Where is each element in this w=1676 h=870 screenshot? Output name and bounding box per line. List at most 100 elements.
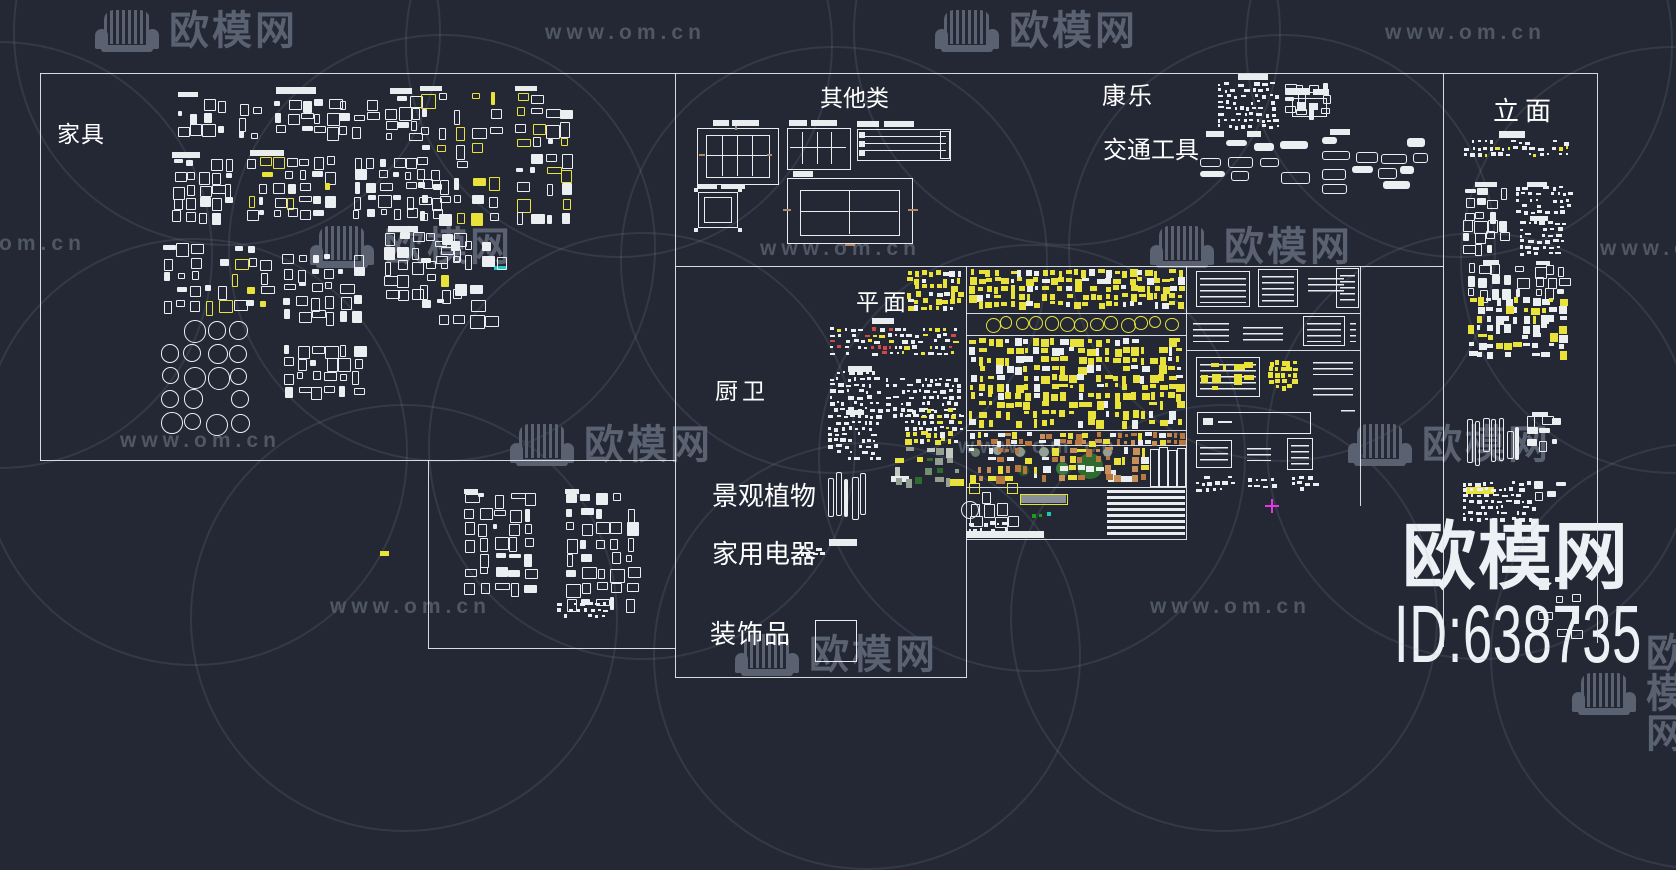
- cad-table-block: [1196, 440, 1232, 468]
- cad-block: [206, 413, 229, 437]
- sofa-back: [519, 424, 565, 458]
- cad-block: [947, 401, 952, 405]
- cad-block: [1220, 487, 1223, 491]
- cad-block: [879, 334, 886, 339]
- cad-block: [1227, 94, 1231, 97]
- cad-block: [1218, 83, 1220, 86]
- cad-shape: [697, 184, 717, 189]
- cad-block: [1296, 108, 1307, 115]
- cad-block: [1074, 317, 1088, 332]
- cad-block: [471, 127, 487, 139]
- cad-block: [913, 439, 918, 444]
- cad-block: [1066, 269, 1072, 274]
- cad-block: [1122, 301, 1127, 307]
- cad-block: [1179, 433, 1185, 440]
- cad-block: [926, 458, 934, 462]
- cad-block: [485, 316, 500, 328]
- cad-block: [465, 241, 472, 251]
- cad-block: [1059, 410, 1066, 417]
- cad-block-cluster: [1268, 360, 1299, 392]
- cad-block: [211, 212, 222, 225]
- cad-block: [1261, 95, 1267, 99]
- cad-block: [397, 247, 410, 259]
- cad-block: [1495, 325, 1500, 334]
- cad-block: [942, 271, 949, 276]
- cad-block: [1087, 419, 1095, 425]
- cad-block: [1141, 465, 1149, 471]
- cad-block: [560, 109, 573, 119]
- cad-block: [984, 504, 996, 518]
- cad-block: [1177, 366, 1181, 371]
- cad-block: [1015, 465, 1022, 473]
- cad-block: [1057, 277, 1064, 282]
- cad-shape: [884, 121, 914, 127]
- cad-block: [510, 583, 519, 598]
- cad-block: [1077, 448, 1086, 452]
- cad-block: [1566, 199, 1570, 203]
- cad-block: [830, 352, 835, 355]
- cad-block: [1146, 278, 1154, 286]
- cad-block: [1162, 278, 1171, 282]
- cad-block: [1042, 392, 1049, 401]
- cad-block: [366, 183, 376, 193]
- cad-block: [1107, 526, 1185, 529]
- watermark-logo: 欧模网: [1150, 226, 1353, 268]
- cad-block: [1129, 269, 1138, 278]
- cad-block-cluster: [463, 492, 538, 598]
- cad-block: [922, 328, 926, 332]
- cad-block: [926, 432, 931, 438]
- cad-block: [935, 383, 942, 387]
- cad-block: [1322, 94, 1331, 104]
- cad-block: [1122, 375, 1127, 384]
- cad-block: [988, 339, 995, 347]
- cad-block: [1114, 339, 1121, 347]
- cad-block: [1528, 221, 1532, 224]
- cad-block: [900, 334, 905, 338]
- cad-block: [1261, 479, 1267, 482]
- cad-block: [1556, 595, 1563, 604]
- cad-block: [969, 294, 977, 303]
- cad-block: [353, 387, 366, 395]
- cad-block: [932, 390, 937, 394]
- cad-block: [1169, 269, 1176, 274]
- cad-block: [1557, 266, 1565, 278]
- cad-shape: [1032, 514, 1036, 518]
- cad-block: [1244, 113, 1247, 116]
- cad-block: [906, 478, 913, 489]
- cad-block: [326, 357, 339, 372]
- cad-block: [1033, 419, 1038, 428]
- cad-block: [438, 93, 447, 101]
- cad-block: [1490, 263, 1501, 276]
- cad-block: [199, 186, 212, 198]
- cad-block: [1122, 420, 1127, 429]
- cad-block: [1516, 187, 1520, 191]
- cad-block: [947, 439, 952, 444]
- cad-block: [234, 259, 250, 270]
- cad-block: [1075, 433, 1083, 440]
- cad-block: [835, 433, 839, 437]
- cad-block: [580, 598, 591, 605]
- cad-shape: [1007, 483, 1018, 494]
- panel-border-line: [1186, 350, 1361, 351]
- cad-block: [1082, 301, 1088, 306]
- cad-block: [1107, 514, 1185, 517]
- cad-block: [1474, 232, 1486, 244]
- watermark-logo-text: 欧模网: [1009, 9, 1138, 53]
- cad-block: [1548, 252, 1553, 255]
- cad-block: [1042, 401, 1050, 407]
- cad-block: [1488, 505, 1493, 510]
- cad-block-cluster: [1464, 140, 1570, 158]
- cad-block: [610, 522, 622, 535]
- cad-block: [956, 278, 960, 284]
- cad-block: [1555, 222, 1560, 226]
- cad-block: [1218, 113, 1224, 116]
- cad-block: [385, 290, 400, 299]
- cad-block: [1269, 361, 1275, 368]
- cad-block: [1504, 316, 1509, 321]
- cad-block: [259, 197, 264, 206]
- cad-shape: [859, 132, 865, 138]
- cad-block: [922, 284, 927, 288]
- cad-block: [979, 384, 986, 391]
- cad-block: [869, 415, 873, 419]
